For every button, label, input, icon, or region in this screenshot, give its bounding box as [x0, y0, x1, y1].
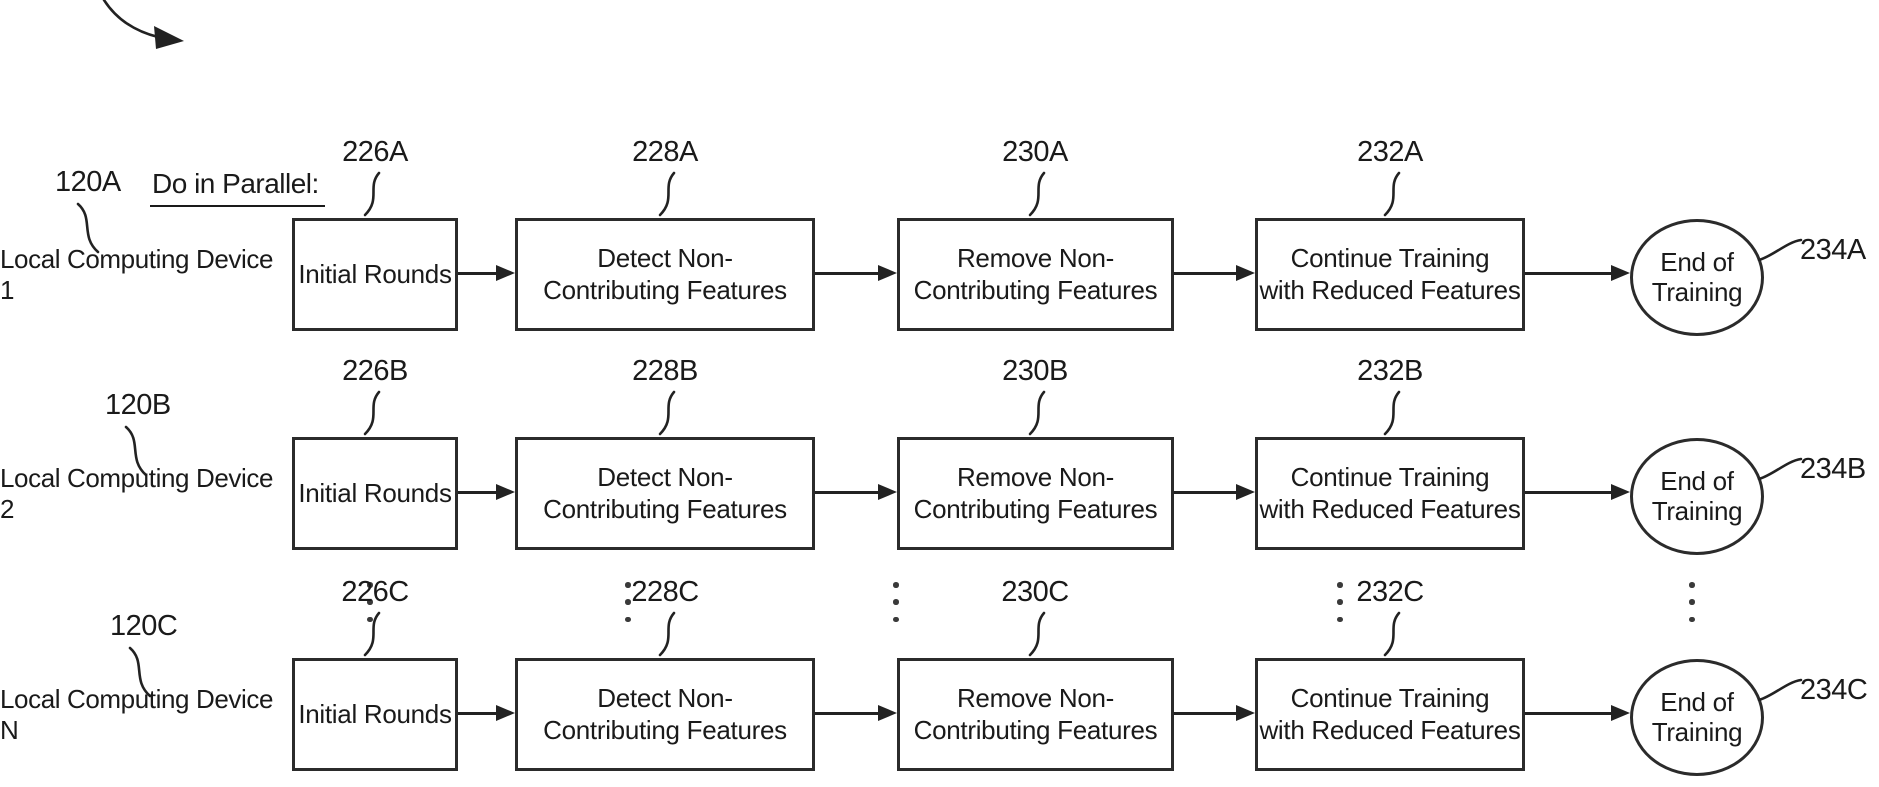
flow-arrow-icon: [1174, 484, 1255, 500]
ref-label-step: 232C: [1356, 576, 1424, 608]
ref-label-120c: 120C: [110, 610, 178, 642]
leader-line: [1383, 171, 1401, 217]
leader-line: [1383, 390, 1401, 436]
end-of-training-circle: End of Training: [1630, 438, 1764, 555]
ref-label-step: 226B: [342, 355, 408, 387]
do-in-parallel-label: Do in Parallel:: [150, 168, 325, 207]
leader-line: [76, 202, 100, 254]
flow-arrow-icon: [458, 484, 515, 500]
leader-line: [658, 171, 676, 217]
ref-label-step: 228A: [632, 136, 698, 168]
device-row-a: 120A Do in Parallel: Local Computing Dev…: [0, 136, 1879, 336]
ref-label-step: 230A: [1002, 136, 1068, 168]
flow-arrow-icon: [458, 265, 515, 281]
device-label: Local Computing Device 1: [0, 243, 274, 305]
step-box-initial-rounds: Initial Rounds: [292, 658, 458, 771]
device-row-c: 120C Local Computing Device N 226C 228C …: [0, 576, 1879, 776]
flow-arrow-icon: [815, 484, 897, 500]
leader-line: [658, 390, 676, 436]
leader-line: [1028, 611, 1046, 657]
leader-line: [1383, 611, 1401, 657]
leader-line: [1757, 678, 1803, 702]
ref-label-120b: 120B: [105, 389, 171, 421]
flow-arrow-icon: [1525, 705, 1630, 721]
end-of-training-circle: End of Training: [1630, 219, 1764, 336]
leader-line: [363, 390, 381, 436]
leader-line: [1028, 171, 1046, 217]
step-box-continue-training: Continue Training with Reduced Features: [1255, 218, 1525, 331]
ref-label-step: 228B: [632, 355, 698, 387]
curved-intro-arrow-icon: [102, 0, 184, 49]
step-box-remove-features: Remove Non- Contributing Features: [897, 658, 1174, 771]
device-label: Local Computing Device N: [0, 683, 274, 745]
ref-label-step: 226C: [341, 576, 409, 608]
ref-label-234a: 234A: [1800, 234, 1866, 266]
leader-line: [1757, 457, 1803, 481]
ref-label-234b: 234B: [1800, 453, 1866, 485]
leader-line: [1028, 390, 1046, 436]
leader-line: [363, 611, 381, 657]
ref-label-step: 228C: [631, 576, 699, 608]
end-of-training-circle: End of Training: [1630, 659, 1764, 776]
flow-arrow-icon: [815, 265, 897, 281]
device-row-b: 120B Local Computing Device 2 226B 228B …: [0, 355, 1879, 555]
ref-label-120a: 120A: [55, 166, 121, 198]
device-label: Local Computing Device 2: [0, 462, 274, 524]
ref-label-step: 230C: [1001, 576, 1069, 608]
end-of-training-label: End of Training: [1651, 246, 1743, 307]
step-box-initial-rounds: Initial Rounds: [292, 218, 458, 331]
ref-label-step: 232B: [1357, 355, 1423, 387]
leader-line: [124, 425, 148, 477]
step-box-initial-rounds: Initial Rounds: [292, 437, 458, 550]
vertical-ellipsis-icon: [624, 582, 632, 622]
leader-line: [1757, 238, 1803, 262]
ref-label-step: 226A: [342, 136, 408, 168]
flow-arrow-icon: [458, 705, 515, 721]
vertical-ellipsis-icon: [1336, 582, 1344, 622]
step-box-detect-features: Detect Non- Contributing Features: [515, 437, 815, 550]
step-box-remove-features: Remove Non- Contributing Features: [897, 218, 1174, 331]
ref-label-234c: 234C: [1800, 674, 1868, 706]
step-box-continue-training: Continue Training with Reduced Features: [1255, 437, 1525, 550]
flow-arrow-icon: [1174, 265, 1255, 281]
flow-arrow-icon: [1525, 484, 1630, 500]
step-box-detect-features: Detect Non- Contributing Features: [515, 218, 815, 331]
flow-arrow-icon: [1525, 265, 1630, 281]
flow-arrow-icon: [1174, 705, 1255, 721]
step-box-remove-features: Remove Non- Contributing Features: [897, 437, 1174, 550]
step-box-continue-training: Continue Training with Reduced Features: [1255, 658, 1525, 771]
flow-arrow-icon: [815, 705, 897, 721]
end-of-training-label: End of Training: [1651, 686, 1743, 747]
ref-label-step: 230B: [1002, 355, 1068, 387]
leader-line: [363, 171, 381, 217]
vertical-ellipsis-icon: [892, 582, 900, 622]
step-box-detect-features: Detect Non- Contributing Features: [515, 658, 815, 771]
leader-line: [658, 611, 676, 657]
leader-line: [128, 646, 152, 698]
vertical-ellipsis-icon: [1688, 582, 1696, 622]
end-of-training-label: End of Training: [1651, 465, 1743, 526]
vertical-ellipsis-icon: [366, 582, 374, 622]
ref-label-step: 232A: [1357, 136, 1423, 168]
